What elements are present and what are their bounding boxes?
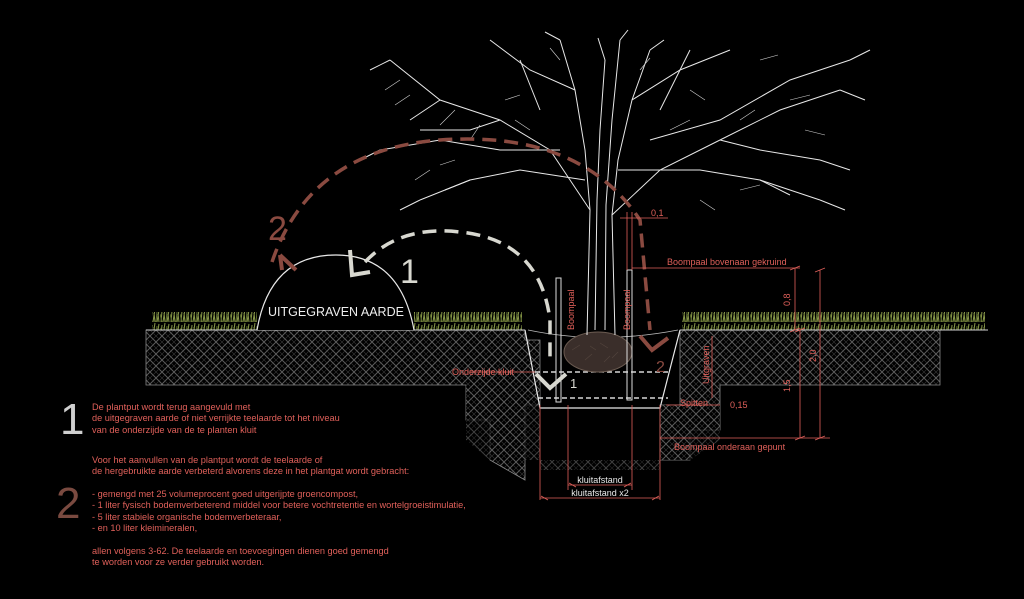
tree-twigs [384,47,826,211]
grass-strips [152,312,985,330]
arrow-1-head [534,372,568,391]
loosen-label: Spitten [680,398,708,408]
kluitafstand-label: kluitafstand [577,475,623,485]
arrow-2-number: 2 [268,210,287,248]
dim-15-label: 1,5 [782,379,792,392]
mound-label: UITGEGRAVEN AARDE [268,305,404,319]
note-1-text: De plantput wordt terug aangevuld met de… [92,402,340,435]
stake-top-label: Boompaal bovenaan gekruind [667,257,787,267]
tree-stakes: Boompaal Boompaal [555,269,633,403]
arrow-1-number: 1 [400,253,419,291]
planting-pit-outline [524,329,681,409]
side-label: Uitgraven [701,345,711,384]
stake-left-label: Boompaal [566,289,576,330]
note-1-number: 1 [60,395,85,444]
kluitafstand-x2-label: kluitafstand x2 [571,488,629,498]
soil-mound [256,254,415,331]
note-2-outro: allen volgens 3-62. De teelaarde en toev… [92,546,389,568]
dimension-lines [470,212,830,501]
arrow-1-small-number: 1 [570,376,577,391]
dim-top-label: 0,1 [651,208,664,218]
arrow-1-path [363,229,552,360]
stake-bottom-label: Boompaal onderaan gepunt [674,442,786,452]
dim-right-label: 2,0 [808,349,818,362]
note-2-intro: Voor het aanvullen van de plantput wordt… [92,455,410,477]
note-2-number: 2 [56,479,81,528]
stake-right-label: Boompaal [622,289,632,330]
arrow-2-head [638,334,670,353]
note-2-items: - gemengd met 25 volumeprocent goed uitg… [92,489,466,534]
dim-015-label: 0,15 [730,400,748,410]
tree [359,29,871,336]
root-ball [563,331,633,373]
root-ball-bottom-label: Onderzijde kluit [452,367,515,377]
arrow-2-path [270,137,652,331]
dim-08-label: 0,8 [782,293,792,306]
arrow-2-small-number: 2 [656,359,665,376]
